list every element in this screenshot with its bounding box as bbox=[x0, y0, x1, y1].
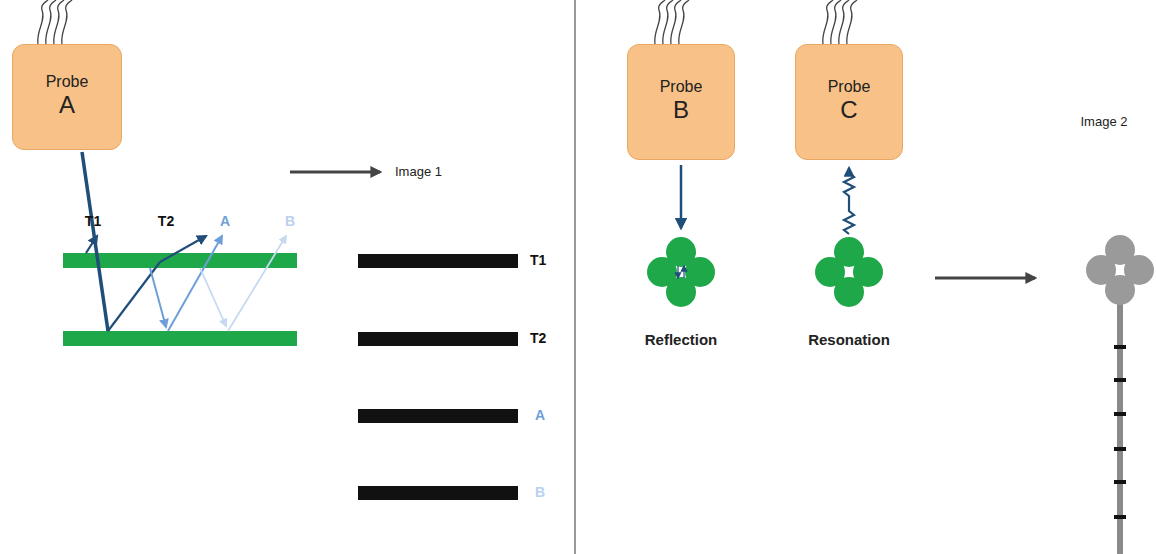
wave-arrow bbox=[844, 168, 854, 234]
image-title: Image 2 bbox=[1081, 115, 1128, 129]
bar-label: T2 bbox=[530, 331, 546, 346]
layer-band bbox=[63, 331, 297, 346]
bar-label: B bbox=[535, 485, 545, 500]
tick-mark bbox=[1114, 412, 1126, 416]
bar-label: A bbox=[535, 408, 545, 423]
probe-letter: A bbox=[59, 91, 75, 119]
particle-cluster bbox=[815, 237, 883, 307]
beam-arrow bbox=[680, 165, 683, 228]
probe-title: Probe bbox=[46, 73, 89, 91]
mode-label: Reflection bbox=[645, 332, 718, 349]
probe-box: ProbeC bbox=[795, 44, 903, 160]
particle-cluster bbox=[647, 237, 715, 307]
tick-mark bbox=[1114, 378, 1126, 382]
ray-label: T2 bbox=[158, 214, 174, 229]
probe-image bbox=[1086, 235, 1154, 554]
mode-label: Resonation bbox=[808, 332, 890, 349]
probe-box: ProbeB bbox=[627, 44, 735, 160]
flow-arrow bbox=[290, 171, 380, 174]
probe-letter: B bbox=[673, 96, 689, 124]
ray-paths bbox=[82, 152, 286, 331]
tick-mark bbox=[1114, 515, 1126, 519]
probe-letter: C bbox=[840, 96, 857, 124]
probe-title: Probe bbox=[660, 78, 703, 96]
image-title: Image 1 bbox=[395, 165, 442, 179]
ray-label: A bbox=[220, 214, 230, 229]
probe-title: Probe bbox=[828, 78, 871, 96]
tick-mark bbox=[1114, 345, 1126, 349]
tick-mark bbox=[1114, 447, 1126, 451]
flow-arrow bbox=[935, 277, 1035, 280]
bar-label: T1 bbox=[530, 253, 546, 268]
panel-divider bbox=[574, 0, 576, 554]
image-bars bbox=[358, 254, 518, 500]
probe-box: ProbeA bbox=[12, 44, 122, 150]
ray-label: T1 bbox=[85, 214, 101, 229]
probe-wires bbox=[38, 0, 857, 44]
tick-mark bbox=[1114, 480, 1126, 484]
ray-label: B bbox=[285, 214, 295, 229]
